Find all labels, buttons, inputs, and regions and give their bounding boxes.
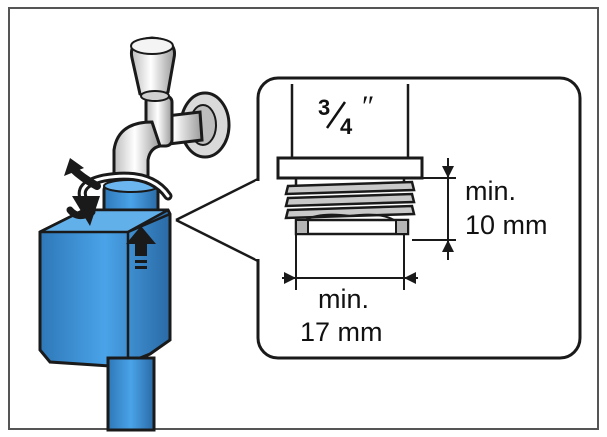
height-dimension-line1: min. xyxy=(465,176,516,206)
thread-size-denominator: 4 xyxy=(340,114,353,139)
dimension-arrow-icon xyxy=(442,240,454,252)
rotate-arrow-icon xyxy=(64,158,173,226)
height-dimension-line2: 10 mm xyxy=(465,210,548,240)
thread-detail xyxy=(276,84,424,290)
water-tap-icon xyxy=(112,36,231,190)
fraction-slash xyxy=(325,101,347,129)
push-up-arrow-icon xyxy=(126,226,156,269)
width-dimension-line2: 17 mm xyxy=(300,317,383,347)
width-dimension: min. 17 mm xyxy=(282,272,418,347)
dimension-arrow-icon xyxy=(404,272,416,284)
thread-size-unit: ″ xyxy=(360,90,373,123)
dimension-arrow-icon xyxy=(442,166,454,178)
height-dimension: min. 10 mm xyxy=(412,158,548,260)
thread-size-label: 3 4 ″ xyxy=(318,90,373,139)
hose xyxy=(106,356,156,432)
width-dimension-line1: min. xyxy=(318,284,369,314)
aquastop-housing xyxy=(38,208,172,368)
thread-size-numerator: 3 xyxy=(318,95,330,120)
callout-pointer xyxy=(176,178,260,262)
dimension-arrow-icon xyxy=(284,272,296,284)
